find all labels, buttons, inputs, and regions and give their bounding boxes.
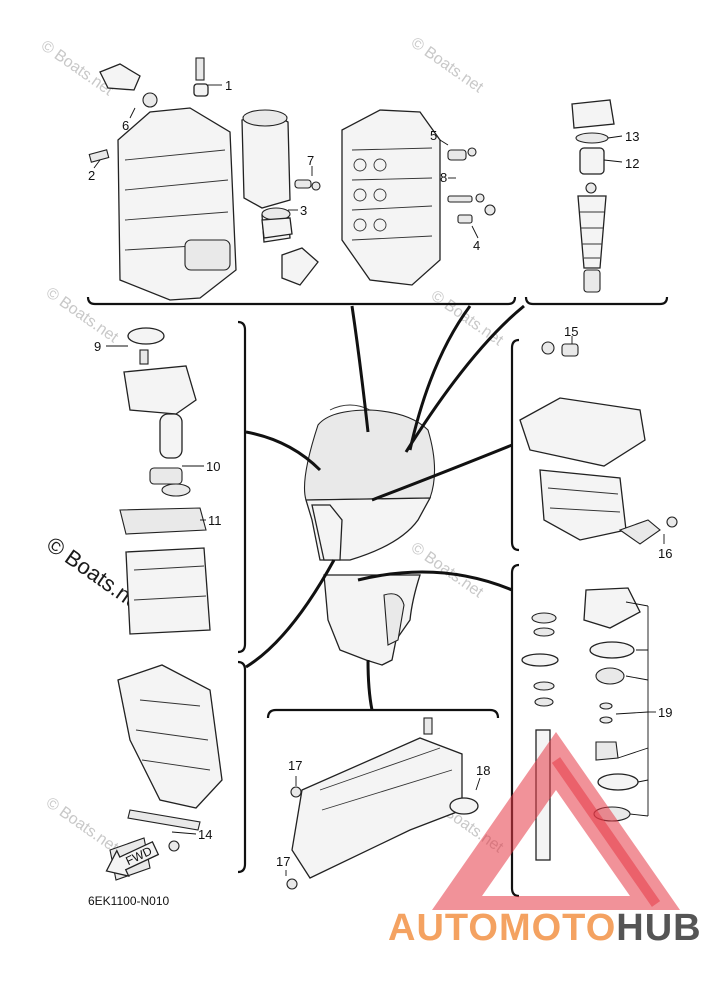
brand-text-hub: HUB xyxy=(616,907,701,949)
diagram-code: 6EK1100-N010 xyxy=(88,894,169,908)
triangle-logo-icon xyxy=(432,732,680,910)
callout-17-bottom: 17 xyxy=(276,854,290,869)
brand-text-automoto: AUTOMOTO xyxy=(388,907,616,949)
callout-18: 18 xyxy=(476,763,490,778)
callout-13: 13 xyxy=(625,129,639,144)
section-brackets xyxy=(86,296,669,898)
callout-4: 4 xyxy=(473,238,480,253)
exhaust-guide-group xyxy=(109,664,223,881)
vapor-separator-group xyxy=(119,327,211,635)
brand-logo: AUTOMOTOHUB xyxy=(388,732,702,949)
callout-8: 8 xyxy=(440,170,447,185)
callout-19: 19 xyxy=(658,705,672,720)
watermark: © Boats.net xyxy=(43,794,122,856)
fuel-filter-group xyxy=(571,99,615,293)
callout-17-top: 17 xyxy=(288,758,302,773)
callout-14: 14 xyxy=(198,827,212,842)
callout-7: 7 xyxy=(307,153,314,168)
watermark: © Boats.net xyxy=(428,287,507,349)
callout-10: 10 xyxy=(206,459,220,474)
cylinder-block-group xyxy=(88,57,496,301)
watermark: © Boats.net xyxy=(38,37,117,99)
oil-pan-group xyxy=(519,341,678,545)
section-leaders xyxy=(245,304,525,711)
svg-text:AUTOMOTOHUB: AUTOMOTOHUB xyxy=(388,907,702,949)
callout-3: 3 xyxy=(300,203,307,218)
outboard-engine-outline xyxy=(303,404,436,666)
callout-16: 16 xyxy=(658,546,672,561)
watermark: © Boats.net xyxy=(43,284,122,346)
lower-casing-group xyxy=(286,717,479,890)
callout-11: 11 xyxy=(208,513,222,528)
callouts: 1 2 3 4 5 6 7 8 9 10 11 12 13 14 15 16 1 xyxy=(88,78,672,876)
callout-9: 9 xyxy=(94,339,101,354)
callout-5: 5 xyxy=(430,128,437,143)
callout-12: 12 xyxy=(625,156,639,171)
callout-15: 15 xyxy=(564,324,578,339)
watermark: © Boats.net xyxy=(408,34,487,96)
callout-6: 6 xyxy=(122,118,129,133)
callout-1: 1 xyxy=(225,78,232,93)
callout-2: 2 xyxy=(88,168,95,183)
